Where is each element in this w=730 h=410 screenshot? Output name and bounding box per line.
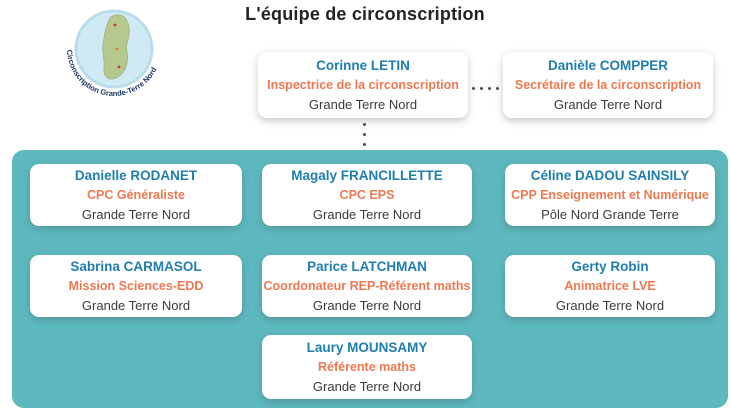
- person-name: Céline DADOU SAINSILY: [530, 168, 690, 183]
- org-card-daniele-compper: Danièle COMPPER Secrétaire de la circons…: [503, 52, 713, 118]
- person-role: Animatrice LVE: [564, 279, 656, 293]
- person-location: Grande Terre Nord: [312, 298, 422, 313]
- page-title: L'équipe de circonscription: [245, 4, 485, 24]
- logo-map-marker: [117, 65, 121, 69]
- person-role: Secrétaire de la circonscription: [514, 78, 702, 92]
- dot: [488, 87, 491, 90]
- person-location: Grande Terre Nord: [553, 97, 663, 112]
- person-location: Grande Terre Nord: [312, 207, 422, 222]
- dot: [363, 123, 366, 126]
- org-card-corinne-letin: Corinne LETIN Inspectrice de la circonsc…: [258, 52, 468, 118]
- dot: [363, 133, 366, 136]
- dot: [363, 143, 366, 146]
- dot: [496, 87, 499, 90]
- person-role: Inspectrice de la circonscription: [267, 78, 459, 92]
- person-name: Parice LATCHMAN: [307, 259, 427, 274]
- person-role: CPC EPS: [339, 188, 395, 202]
- org-card-celine-dadou-sainsily: Céline DADOU SAINSILY CPP Enseignement e…: [505, 164, 715, 226]
- dot: [472, 87, 475, 90]
- person-location: Grande Terre Nord: [308, 97, 418, 112]
- person-role: CPC Généraliste: [87, 188, 185, 202]
- horizontal-dotted-connector: [472, 87, 499, 90]
- person-role: Référente maths: [318, 360, 416, 374]
- person-location: Grande Terre Nord: [81, 298, 191, 313]
- org-card-magaly-francillette: Magaly FRANCILLETTE CPC EPS Grande Terre…: [262, 164, 472, 226]
- dot: [480, 87, 483, 90]
- person-location: Grande Terre Nord: [81, 207, 191, 222]
- person-location: Grande Terre Nord: [312, 379, 422, 394]
- circonscription-logo: Circonscription Grande-Terre Nord: [65, 9, 159, 98]
- person-name: Danielle RODANET: [74, 168, 198, 183]
- person-name: Sabrina CARMASOL: [70, 259, 202, 274]
- logo-map-marker: [113, 23, 117, 27]
- person-name: Gerty Robin: [571, 259, 649, 274]
- org-card-sabrina-carmasol: Sabrina CARMASOL Mission Sciences-EDD Gr…: [30, 255, 242, 317]
- person-name: Danièle COMPPER: [547, 58, 669, 73]
- vertical-dotted-connector: [363, 123, 366, 146]
- logo-map-marker: [115, 47, 119, 51]
- org-card-parice-latchman: Parice LATCHMAN Coordonateur REP-Référen…: [262, 255, 472, 317]
- person-name: Corinne LETIN: [316, 58, 410, 73]
- person-role: Coordonateur REP-Référent maths: [263, 279, 471, 293]
- person-location: Grande Terre Nord: [555, 298, 665, 313]
- person-role: CPP Enseignement et Numérique: [511, 188, 709, 202]
- person-name: Magaly FRANCILLETTE: [291, 168, 443, 183]
- logo-map-shape: [102, 14, 130, 80]
- person-location: Pôle Nord Grande Terre: [541, 207, 679, 222]
- person-name: Laury MOUNSAMY: [306, 340, 428, 355]
- org-card-laury-mounsamy: Laury MOUNSAMY Référente maths Grande Te…: [262, 335, 472, 399]
- org-card-danielle-rodanet: Danielle RODANET CPC Généraliste Grande …: [30, 164, 242, 226]
- org-card-gerty-robin: Gerty Robin Animatrice LVE Grande Terre …: [505, 255, 715, 317]
- person-role: Mission Sciences-EDD: [68, 279, 204, 293]
